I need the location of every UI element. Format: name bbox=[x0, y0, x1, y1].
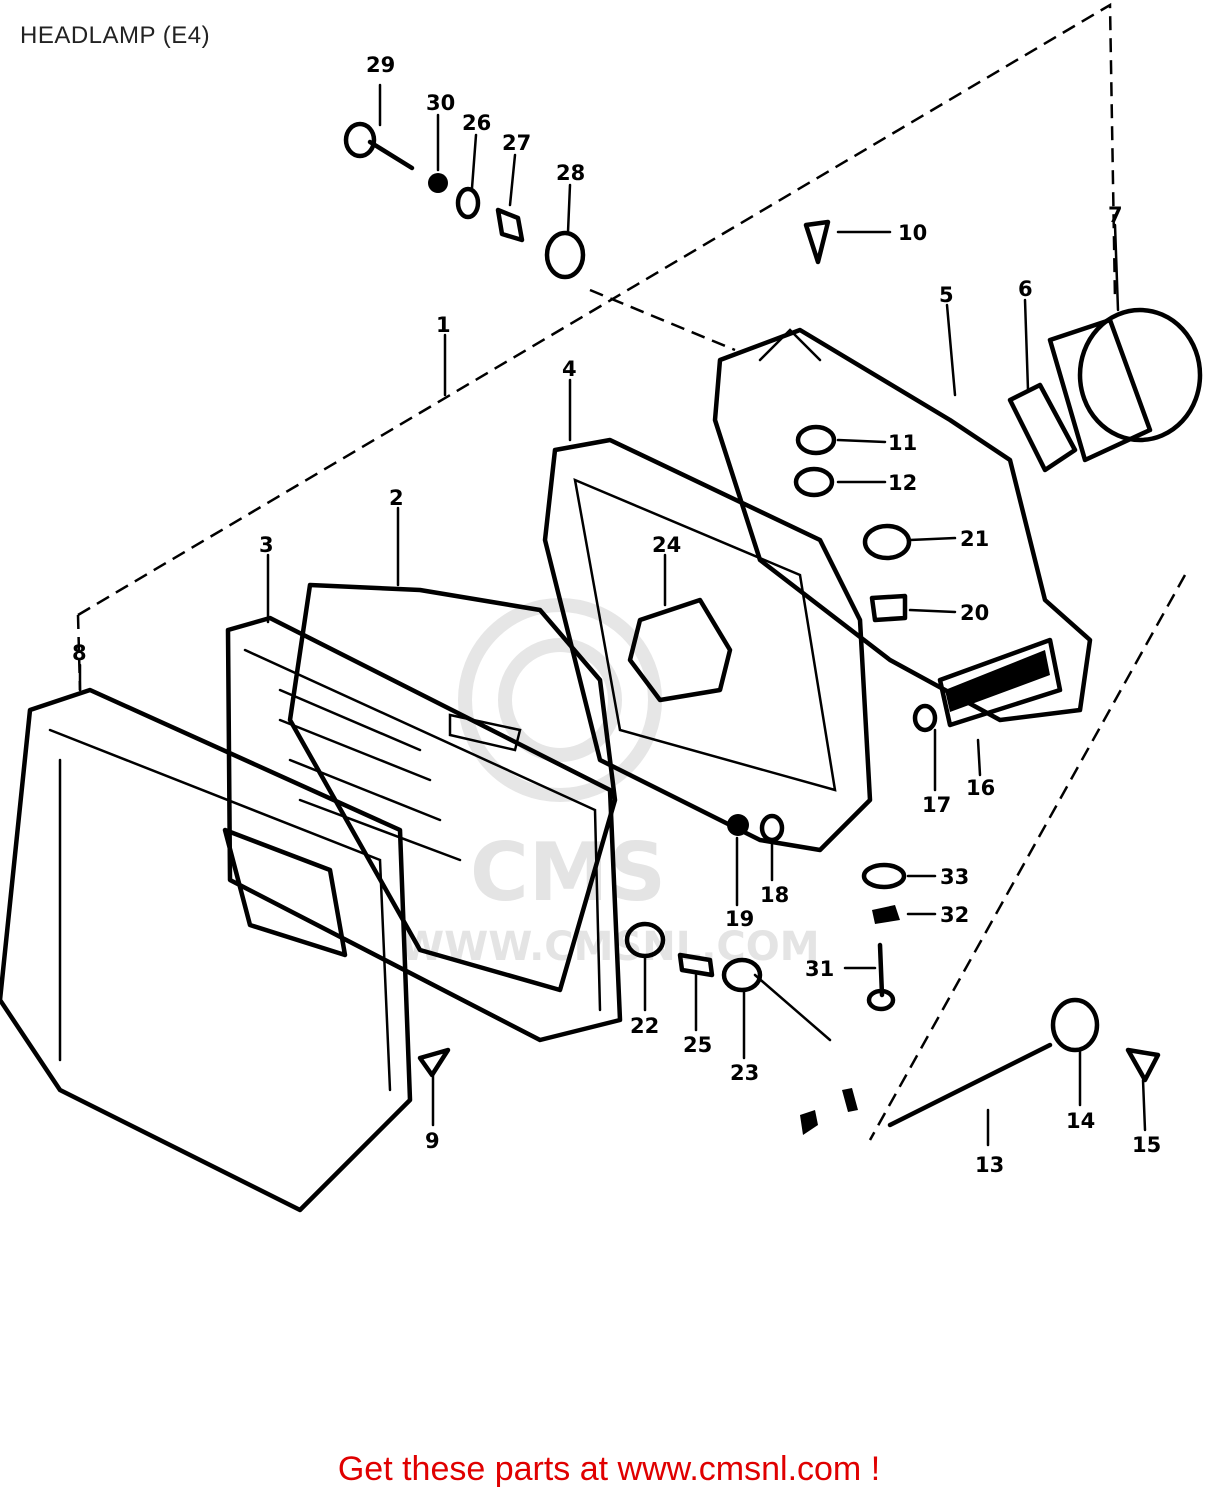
callout-32: 32 bbox=[940, 903, 969, 927]
diagram-title: HEADLAMP (E4) bbox=[20, 22, 211, 49]
callout-15: 15 bbox=[1132, 1133, 1161, 1157]
callout-11: 11 bbox=[888, 431, 917, 455]
exploded-parts-diagram: CMS WWW.CMSNL.COM bbox=[0, 2, 1203, 1213]
part-2-sealed-beam bbox=[287, 582, 618, 993]
callout-20: 20 bbox=[960, 601, 989, 625]
callout-18: 18 bbox=[760, 883, 789, 907]
callout-24: 24 bbox=[652, 533, 681, 557]
callout-28: 28 bbox=[556, 161, 585, 185]
callout-33: 33 bbox=[940, 865, 969, 889]
watermark: CMS WWW.CMSNL.COM bbox=[400, 598, 820, 970]
callout-27: 27 bbox=[502, 131, 531, 155]
callout-30: 30 bbox=[426, 91, 455, 115]
part-8-headlamp-cover bbox=[0, 687, 413, 1213]
callout-13: 13 bbox=[975, 1153, 1004, 1177]
callout-1: 1 bbox=[436, 313, 451, 337]
callout-8: 8 bbox=[72, 641, 87, 665]
callout-25: 25 bbox=[683, 1033, 712, 1057]
callout-19: 19 bbox=[725, 907, 754, 931]
footer-promo-link[interactable]: Get these parts at www.cmsnl.com ! bbox=[337, 1450, 881, 1488]
part-5-housing bbox=[712, 327, 1093, 723]
callout-16: 16 bbox=[966, 776, 995, 800]
callout-23: 23 bbox=[730, 1061, 759, 1085]
part-6-bulb-holder bbox=[1007, 382, 1078, 473]
callout-7: 7 bbox=[1108, 203, 1123, 227]
callout-10: 10 bbox=[898, 221, 927, 245]
callout-9: 9 bbox=[425, 1129, 440, 1153]
callout-2: 2 bbox=[389, 486, 404, 510]
callout-5: 5 bbox=[939, 283, 954, 307]
callout-29: 29 bbox=[366, 53, 395, 77]
part-7-socket-cap bbox=[1047, 307, 1203, 463]
callout-26: 26 bbox=[462, 111, 491, 135]
callout-labels: 1 2 3 4 5 6 7 8 9 10 11 12 13 14 15 16 1… bbox=[72, 53, 1161, 1177]
callout-3: 3 bbox=[259, 533, 274, 557]
callout-6: 6 bbox=[1018, 277, 1033, 301]
part-16-bracket bbox=[937, 637, 1063, 728]
part-4-mounting-ring bbox=[542, 437, 873, 853]
callout-21: 21 bbox=[960, 527, 989, 551]
hardware-parts bbox=[343, 121, 1161, 1135]
callout-31: 31 bbox=[805, 957, 834, 981]
part-24-adjuster bbox=[627, 597, 733, 703]
callout-12: 12 bbox=[888, 471, 917, 495]
callout-17: 17 bbox=[922, 793, 951, 817]
assembly-frame bbox=[76, 2, 1187, 1141]
part-3-lens-frame bbox=[225, 615, 623, 1043]
callout-leaders bbox=[78, 83, 1147, 1147]
callout-4: 4 bbox=[562, 357, 577, 381]
watermark-top-text: CMS bbox=[470, 826, 666, 919]
callout-14: 14 bbox=[1066, 1109, 1095, 1133]
callout-22: 22 bbox=[630, 1014, 659, 1038]
